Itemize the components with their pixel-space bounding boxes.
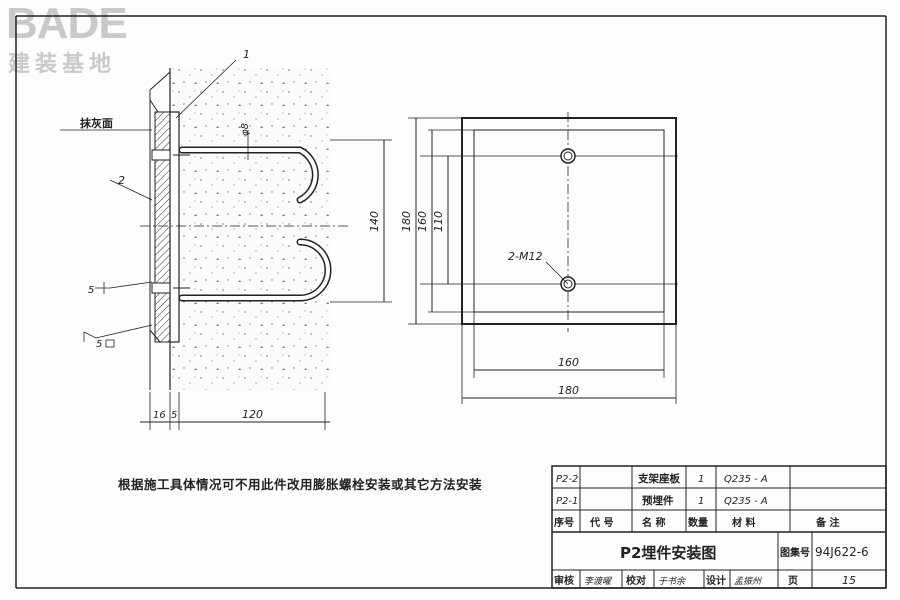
bolt-label: 2-M12 bbox=[508, 250, 542, 263]
bade-logo: BADE 建装基地 bbox=[6, 2, 166, 82]
row1-qty: 1 bbox=[698, 474, 704, 485]
wall-section bbox=[140, 68, 350, 390]
dim-110: 110 bbox=[432, 211, 445, 232]
logo-sub-text: 建装基地 bbox=[8, 52, 117, 77]
row2-code: P2-1 bbox=[556, 496, 578, 507]
plate-elevation bbox=[408, 112, 678, 404]
header-material: 材 料 bbox=[732, 516, 755, 529]
header-name: 名 称 bbox=[642, 516, 665, 529]
weld-symbol-2-label: 5 bbox=[96, 339, 102, 350]
page-number: 15 bbox=[842, 574, 856, 587]
rebar-diameter-label: φ8 bbox=[240, 123, 251, 136]
dim-180-left: 180 bbox=[400, 211, 413, 232]
header-remark: 备 注 bbox=[815, 516, 839, 529]
check-label: 校对 bbox=[626, 574, 646, 587]
row2-qty: 1 bbox=[698, 496, 704, 507]
dim-160-bottom: 160 bbox=[558, 356, 579, 369]
row2-material: Q235 - A bbox=[724, 496, 768, 507]
check-signature: 于书余 bbox=[658, 576, 686, 587]
plaster-face-label: 抹灰面 bbox=[80, 116, 113, 130]
dim-180-bottom: 180 bbox=[558, 384, 579, 397]
weld-symbol-label: 5 bbox=[88, 285, 94, 296]
left-dimensions bbox=[60, 59, 392, 430]
dim-160-left: 160 bbox=[416, 211, 429, 232]
header-seq: 序号 bbox=[554, 516, 574, 529]
row2-name: 预埋件 bbox=[642, 494, 674, 507]
atlas-label: 图集号 bbox=[780, 546, 810, 559]
dim-140: 140 bbox=[368, 211, 381, 232]
installation-note: 根据施工具体情况可不用此件改用膨胀螺栓安装或其它方法安装 bbox=[118, 477, 483, 492]
row1-code: P2-2 bbox=[556, 474, 578, 485]
header-code: 代 号 bbox=[589, 516, 613, 529]
design-label: 设计 bbox=[706, 574, 726, 587]
design-signature: 孟振州 bbox=[734, 576, 762, 587]
logo-main-text: BADE bbox=[6, 0, 128, 48]
leader-2-label: 2 bbox=[118, 174, 125, 187]
dim-120: 120 bbox=[242, 408, 263, 421]
leader-1-label: 1 bbox=[243, 48, 250, 61]
page-label: 页 bbox=[788, 575, 798, 587]
title-block bbox=[551, 465, 887, 589]
dim-5: 5 bbox=[171, 410, 177, 421]
row1-name: 支架座板 bbox=[637, 472, 680, 485]
dim-16: 16 bbox=[153, 410, 166, 421]
review-signature: 李渡曜 bbox=[584, 576, 613, 587]
row1-material: Q235 - A bbox=[724, 474, 768, 485]
drawing-title: P2埋件安装图 bbox=[620, 544, 716, 562]
header-qty: 数量 bbox=[688, 516, 708, 529]
review-label: 审核 bbox=[554, 574, 574, 587]
atlas-number: 94J622-6 bbox=[815, 545, 869, 559]
